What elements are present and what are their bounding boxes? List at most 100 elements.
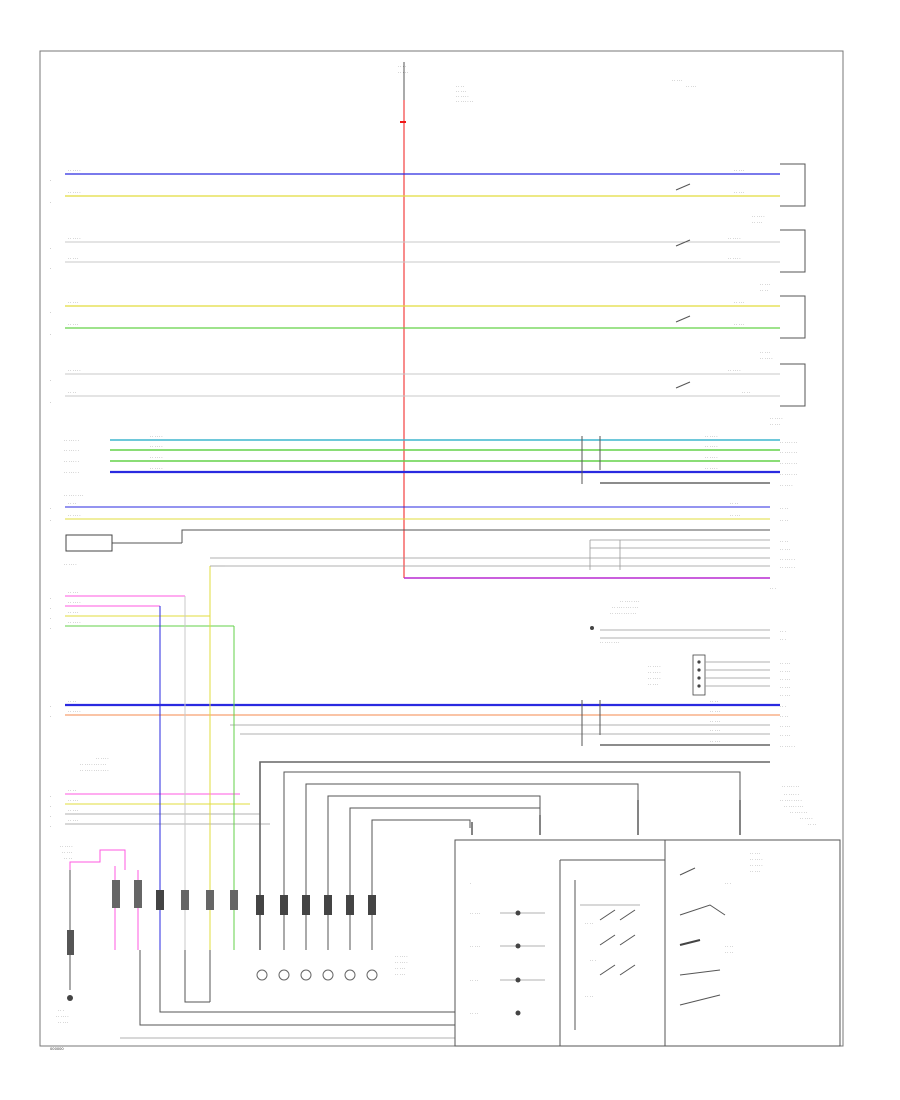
svg-text:· · · · · · ·: · · · · · · · — [784, 793, 799, 797]
svg-text:· · · · · ·: · · · · · · — [68, 191, 81, 195]
svg-text:· · · ·: · · · · — [780, 507, 788, 511]
svg-text:· · · · ·: · · · · · — [780, 725, 790, 729]
svg-text:·: · — [50, 814, 51, 819]
diagram-border — [39, 50, 844, 1047]
svg-text:· · · · · ·: · · · · · · — [456, 95, 469, 99]
svg-text:· · · · ·: · · · · · — [672, 79, 682, 83]
svg-text:· · · · · ·: · · · · · · — [760, 357, 773, 361]
bus-section-lower: ·· · · · ·· · · · · · · · · ·· · · · · ·… — [50, 700, 795, 749]
svg-text:· · · · · · ·: · · · · · · · — [64, 449, 79, 453]
svg-text:· · · · · ·: · · · · · · — [728, 257, 741, 261]
svg-text:· · · · ·: · · · · · — [68, 819, 78, 823]
footer-code: 000000 — [50, 1047, 64, 1051]
svg-text:·: · — [50, 606, 51, 611]
lower-left-wires: · · · · · · · · · · · · · · · · · · · · … — [50, 757, 270, 829]
svg-text:· · ·: · · · — [725, 882, 731, 886]
svg-text:· · · · ·: · · · · · — [734, 169, 744, 173]
svg-text:· · · · ·: · · · · · — [760, 351, 770, 355]
svg-text:· · · · · ·: · · · · · · — [648, 665, 661, 669]
svg-text:· · · · · · ·: · · · · · · · — [780, 745, 795, 749]
svg-text:·: · — [50, 246, 51, 251]
svg-text:· · · · ·: · · · · · — [58, 1021, 68, 1025]
svg-text:·: · — [50, 824, 51, 829]
svg-text:·: · — [50, 332, 51, 337]
svg-text:· · · · · · · · ·: · · · · · · · · · — [784, 805, 803, 809]
svg-text:· · · · ·: · · · · · — [750, 852, 760, 856]
svg-text:· · · · ·: · · · · · — [734, 191, 744, 195]
svg-text:·: · — [50, 804, 51, 809]
svg-text:· · · · · ·: · · · · · · — [68, 169, 81, 173]
svg-text:· · · ·: · · · · — [64, 857, 72, 861]
svg-text:· · · · ·: · · · · · — [62, 851, 72, 855]
svg-text:·: · — [470, 882, 471, 886]
svg-text:·: · — [50, 596, 51, 601]
svg-text:· · · · ·: · · · · · — [710, 710, 720, 714]
svg-text:· · · ·: · · · · — [780, 715, 788, 719]
svg-text:· · · · ·: · · · · · — [648, 683, 658, 687]
svg-text:· · · · · ·: · · · · · · — [68, 237, 81, 241]
upper-circuits: · · · · · · · · · · · · · · · · · · · · · ·… — [50, 163, 806, 407]
svg-text:· · · · · · · ·: · · · · · · · · — [456, 100, 473, 104]
svg-text:· · · · · ·: · · · · · · — [728, 237, 741, 241]
svg-text:· · · · ·: · · · · · — [780, 734, 790, 738]
svg-text:·: · — [50, 400, 51, 405]
svg-text:· · · · ·: · · · · · — [68, 799, 78, 803]
svg-text:· · · · · · · · · · · ·: · · · · · · · · · · · · — [80, 763, 106, 767]
svg-text:· · ·: · · · — [780, 638, 786, 642]
svg-text:· · · ·: · · · · — [710, 700, 718, 704]
svg-text:· · · · · · · ·: · · · · · · · · — [780, 473, 797, 477]
svg-text:· · · ·: · · · · — [808, 823, 816, 827]
svg-text:· · · · · ·: · · · · · · — [705, 445, 718, 449]
connector-row: · · · · · ·· · · · · · · · · · ·· · · · … — [120, 890, 455, 1039]
svg-text:·: · — [50, 518, 51, 523]
svg-text:· · · · · ·: · · · · · · — [705, 435, 718, 439]
svg-text:· · · · ·: · · · · · — [470, 945, 480, 949]
svg-text:· · · · · ·: · · · · · · — [64, 563, 77, 567]
svg-text:· · · · · ·: · · · · · · — [750, 864, 763, 868]
svg-text:· · · · · · · · ·: · · · · · · · · · — [620, 600, 639, 604]
svg-text:· · · · · ·: · · · · · · — [56, 1015, 69, 1019]
svg-text:· · · · · · ·: · · · · · · · — [64, 439, 79, 443]
svg-text:· · · ·: · · · · — [585, 995, 593, 999]
svg-text:· · · · ·: · · · · · — [68, 591, 78, 595]
svg-text:· · · ·: · · · · — [725, 951, 733, 955]
svg-text:· · · · · ·: · · · · · · — [150, 435, 163, 439]
svg-text:· · · · · · · ·: · · · · · · · · — [780, 451, 797, 455]
svg-text:·: · — [50, 378, 51, 383]
svg-text:· · · ·: · · · · — [725, 945, 733, 949]
svg-text:· · · · ·: · · · · · — [734, 301, 744, 305]
svg-text:· · · · ·: · · · · · — [398, 71, 408, 75]
svg-text:· · · ·: · · · · — [68, 502, 76, 506]
svg-text:·: · — [50, 310, 51, 315]
right-module-labels: · · · · · · · · · · · · · · · · · · · · … — [590, 600, 790, 698]
svg-text:· · · · ·: · · · · · — [710, 729, 720, 733]
svg-text:· · · · ·: · · · · · — [710, 740, 720, 744]
svg-text:· · ·: · · · — [770, 587, 776, 591]
control-module: · · · · · · · · · · · · · · · · · · · · … — [454, 785, 841, 1047]
svg-text:· · · ·: · · · · — [470, 1012, 478, 1016]
svg-text:·: · — [50, 178, 51, 183]
svg-text:· · · · ·: · · · · · — [470, 912, 480, 916]
svg-text:· · · · ·: · · · · · — [780, 670, 790, 674]
svg-text:· · · ·: · · · · — [456, 85, 464, 89]
svg-text:· · ·: · · · — [58, 1009, 64, 1013]
svg-text:· · · · · · · ·: · · · · · · · · — [790, 811, 807, 815]
svg-text:· · · · ·: · · · · · — [780, 662, 790, 666]
svg-text:· · · ·: · · · · — [470, 979, 478, 983]
svg-text:· · · ·: · · · · — [68, 700, 76, 704]
svg-text:· · ·: · · · — [780, 705, 786, 709]
svg-text:· · · · · · · · · · · · ·: · · · · · · · · · · · · · — [80, 769, 109, 773]
svg-text:· · · · · ·: · · · · · · — [68, 601, 81, 605]
svg-text:· · · · · ·: · · · · · · — [728, 369, 741, 373]
svg-text:· · · · ·: · · · · · — [750, 870, 760, 874]
svg-text:· · · · · · · ·: · · · · · · · · — [780, 462, 797, 466]
svg-text:· · · · ·: · · · · · — [780, 548, 790, 552]
svg-text:·: · — [50, 506, 51, 511]
svg-text:·: · — [50, 616, 51, 621]
svg-text:· · · · · ·: · · · · · · — [752, 215, 765, 219]
svg-text:· · · · ·: · · · · · — [752, 221, 762, 225]
bus-section-upper: · · · · · · · · · · · · · · · · · · · · · … — [64, 417, 797, 498]
svg-text:· · · · ·: · · · · · — [770, 423, 780, 427]
svg-text:· · · · ·: · · · · · — [686, 85, 696, 89]
svg-text:·: · — [50, 626, 51, 631]
